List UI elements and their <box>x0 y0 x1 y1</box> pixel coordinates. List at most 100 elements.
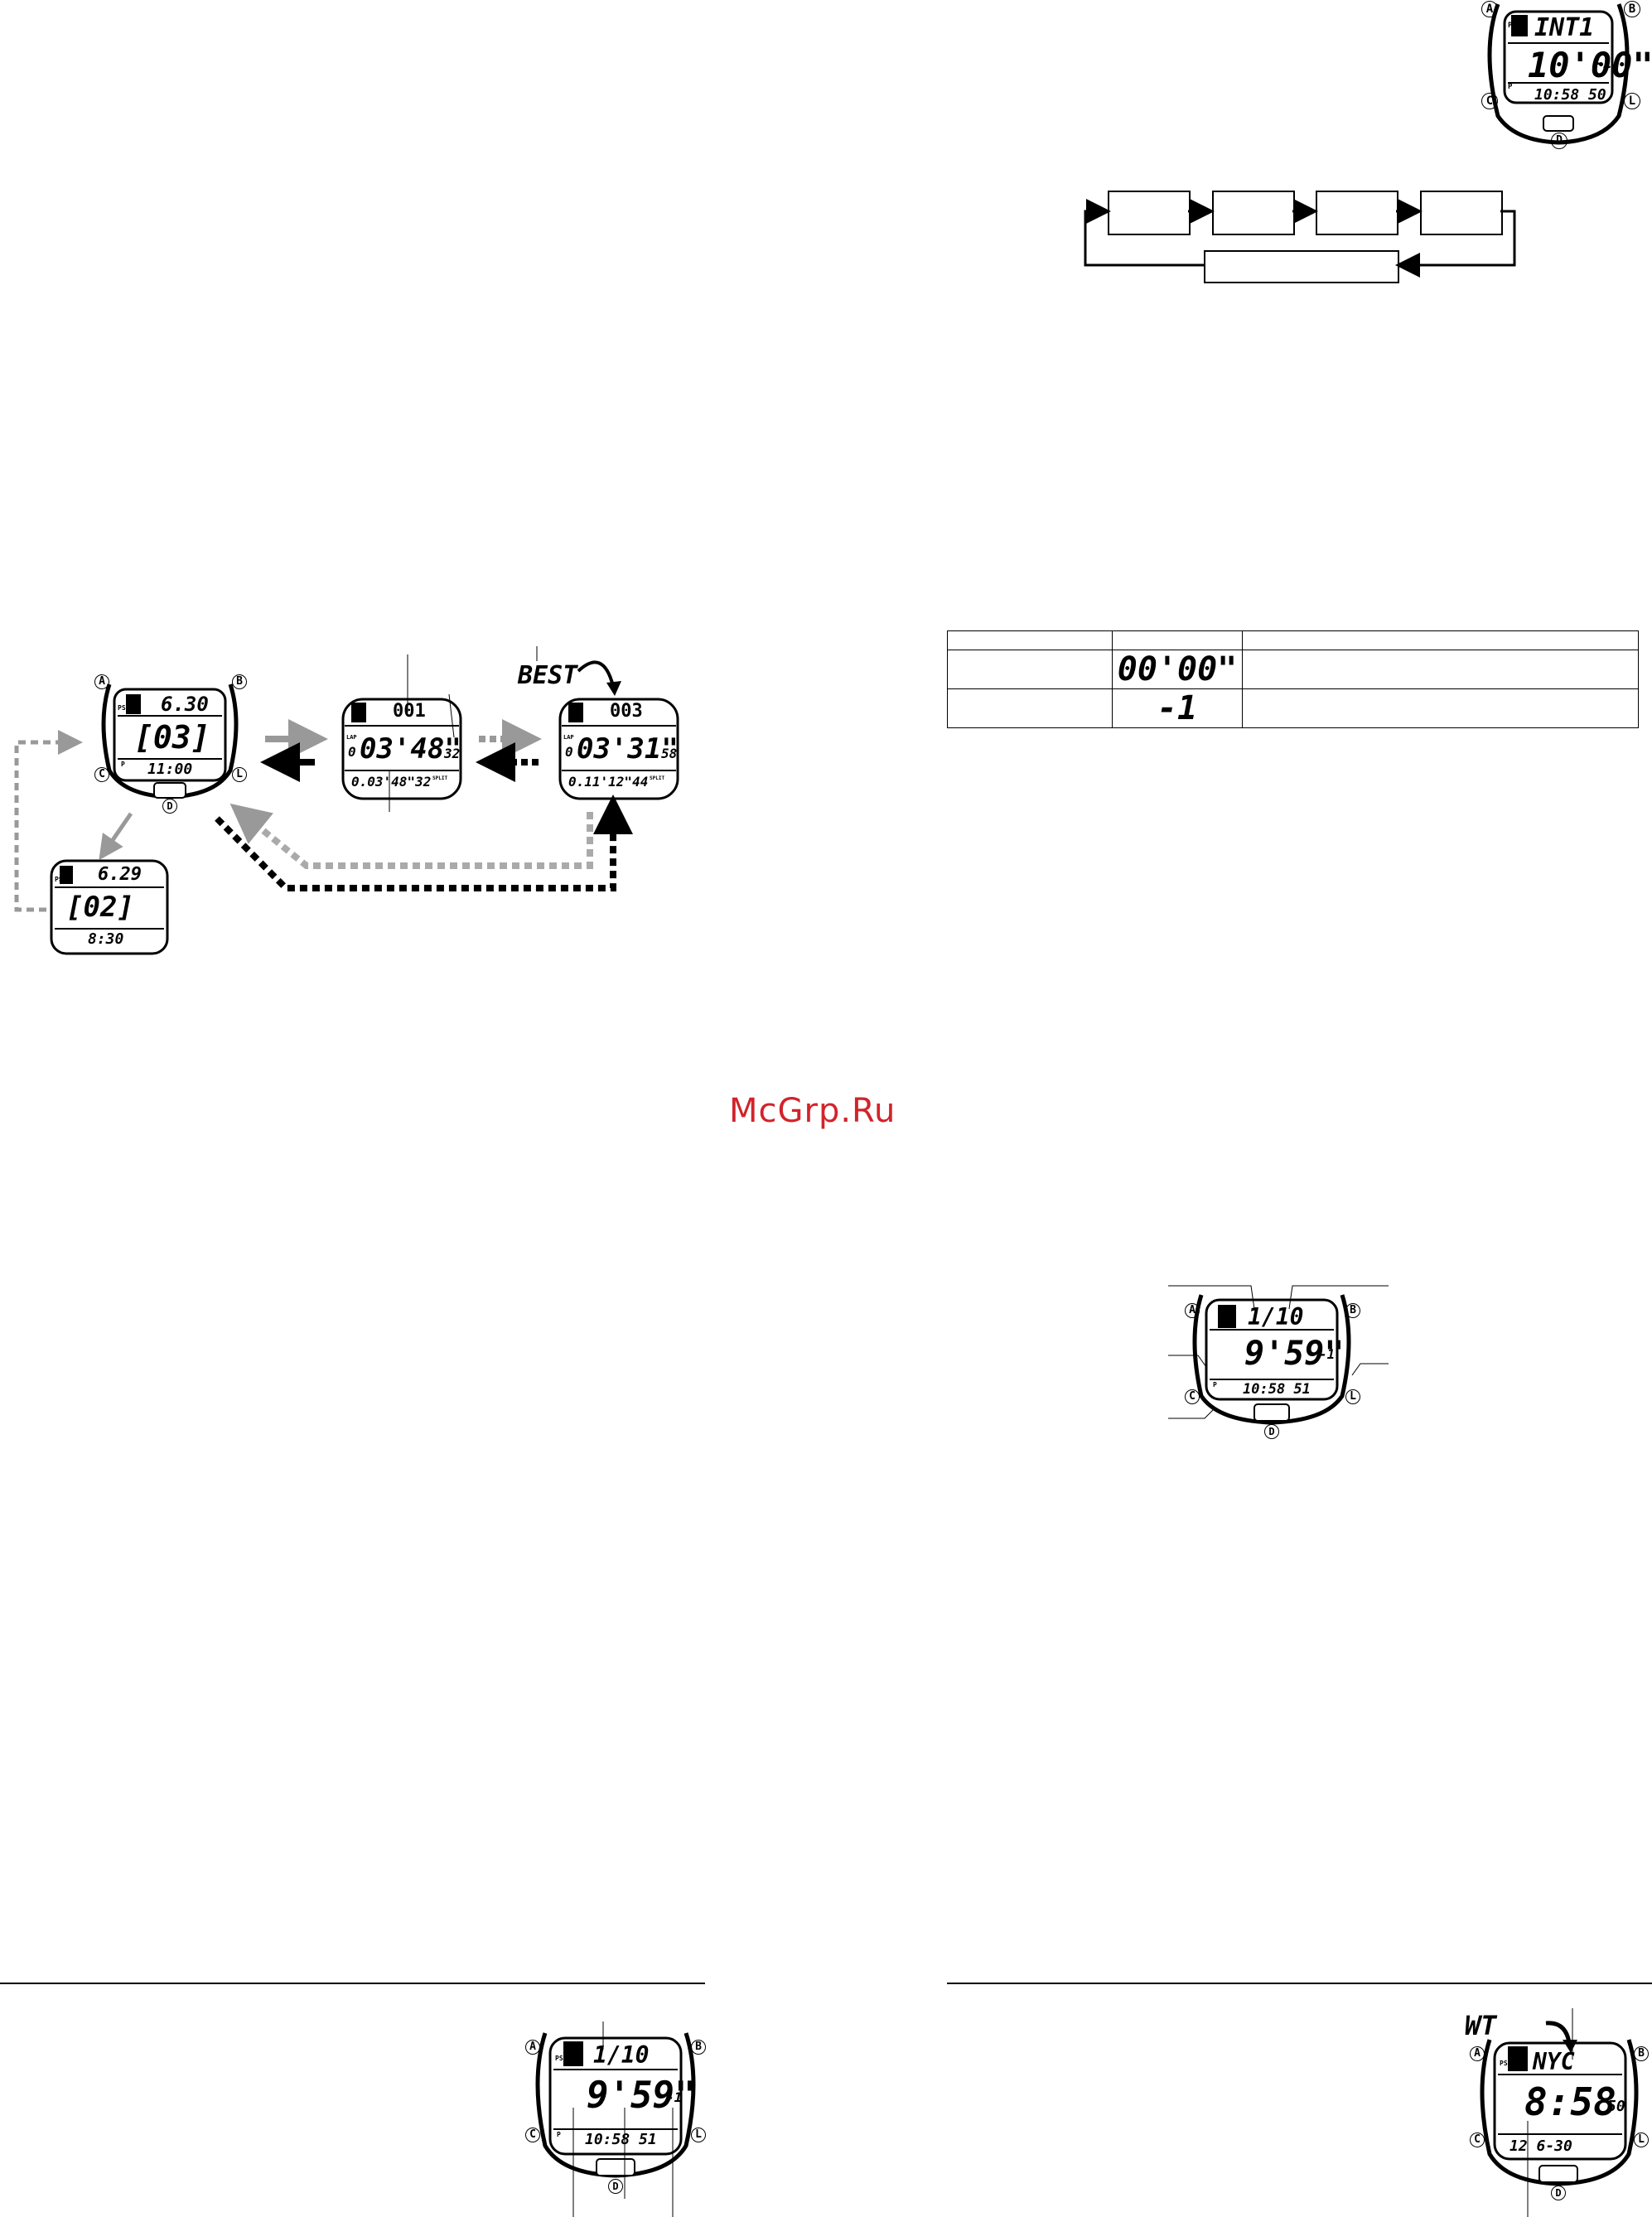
lcd-current-time: 10:58 51 <box>585 2131 657 2148</box>
table-row: 00'00" <box>947 650 1639 689</box>
watch-bottom-left: A B C L D PS 1/10 9'59" -1 P 10:58 51 <box>520 2021 711 2217</box>
lcd-lap-time: 03'31" <box>577 732 679 766</box>
button-b-label: B <box>232 674 247 689</box>
lcd-lap-number: 003 <box>610 701 643 722</box>
watch-interval-set: A B C L D 1/10 9'59" -1 P 10:58 51 <box>1176 1288 1367 1446</box>
watermark: McGrp.Ru <box>729 1092 896 1130</box>
watch-case <box>341 698 462 800</box>
button-d-label: D <box>1551 133 1567 149</box>
callout-lines-interval <box>1168 1285 1389 1419</box>
watch-record-main: A B C L D PS 6.30 [03] P 11:00 <box>91 674 249 820</box>
wt-label: WT <box>1465 2010 1497 2041</box>
table-cell <box>947 688 1113 728</box>
watch-case <box>1480 2008 1639 2217</box>
button-d-label: D <box>1264 1424 1279 1439</box>
lcd-hundredths: 32 <box>444 746 461 761</box>
lcd-interval-count: -1 <box>1157 689 1198 727</box>
lcd-sub: -1 <box>666 2089 683 2105</box>
lcd-interval-index: 1/10 <box>593 2041 650 2069</box>
watch-lap-003: 003 LAP 0 03'31" 58 0.11'12"44 SPLIT <box>557 696 681 804</box>
button-a-label: A <box>1185 1303 1200 1318</box>
callout-lines-lap-001 <box>389 654 455 812</box>
split-indicator: SPLIT <box>650 775 665 781</box>
lcd-current-time: 10:58 51 <box>1243 1381 1311 1398</box>
ps-indicator: PS <box>118 704 126 712</box>
button-c-label: C <box>1481 93 1498 109</box>
lcd-lead: 0 <box>348 744 356 760</box>
lap-indicator: LAP <box>346 734 357 741</box>
lcd-interval-time: 9'59" <box>1244 1335 1345 1373</box>
button-b-label: B <box>691 2040 706 2055</box>
lcd-time: 8:30 <box>88 930 124 948</box>
table-cell <box>1242 688 1639 728</box>
table-header-cell <box>1242 630 1639 650</box>
lcd-world-time: 8:58 <box>1524 2079 1616 2124</box>
button-c-label: C <box>94 767 109 782</box>
footer-rule-left <box>0 1983 705 1984</box>
best-label: BEST <box>518 661 578 690</box>
lcd-record-number: [03] <box>134 719 210 756</box>
lcd-main-time: 10'00" <box>1528 45 1652 85</box>
split-indicator: SPLIT <box>432 775 448 781</box>
button-c-label: C <box>1470 2132 1485 2147</box>
lcd-lap-time: 03'48" <box>360 732 461 766</box>
button-a-label: A <box>1481 1 1498 17</box>
lcd-split-time: 0.03'48"32 <box>351 774 432 790</box>
button-a-label: A <box>525 2040 540 2055</box>
table-row: -1 <box>947 688 1639 728</box>
button-b-label: B <box>1345 1303 1360 1318</box>
watch-case <box>50 859 169 955</box>
lcd-lead: 0 <box>565 744 573 760</box>
button-d-label: D <box>162 799 177 814</box>
button-l-label: L <box>1624 93 1640 109</box>
p-indicator: P <box>1213 1381 1217 1389</box>
p-indicator: P <box>121 761 125 768</box>
flow-box-return <box>1204 250 1399 283</box>
lcd-record-number: [02] <box>66 891 134 924</box>
button-d-label: D <box>608 2179 623 2194</box>
lcd-bottom-time: 10:58 50 <box>1534 86 1606 104</box>
table-header-cell <box>1112 630 1243 650</box>
navigation-arrows <box>14 719 633 912</box>
lcd-date: 6.30 <box>161 693 209 716</box>
ps-indicator: PS <box>1508 22 1517 30</box>
flow-box-4 <box>1420 191 1503 235</box>
button-a-label: A <box>94 674 109 689</box>
lcd-seconds: 50 <box>1607 2098 1625 2115</box>
ps-indicator: PS <box>55 876 63 883</box>
table-header-row <box>947 630 1639 650</box>
button-c-label: C <box>1185 1389 1200 1404</box>
lcd-time-zero: 00'00" <box>1117 650 1238 688</box>
p-indicator: P <box>1508 83 1513 91</box>
button-c-label: C <box>525 2128 540 2142</box>
setting-table: 00'00" -1 <box>947 630 1639 728</box>
p-indicator: P <box>557 2131 561 2138</box>
button-b-label: B <box>1624 1 1640 17</box>
watch-world-time: WT A B C L D PS NYC 8:58 50 12 6-30 <box>1460 1997 1652 2217</box>
ps-indicator: PS <box>1500 2060 1508 2067</box>
watch-lap-001: 001 LAP 0 03'48" 32 0.03'48"32 SPLIT <box>340 696 464 804</box>
best-arrow <box>536 646 621 696</box>
button-l-label: L <box>1634 2132 1649 2147</box>
table-header-cell <box>947 630 1113 650</box>
lcd-interval-time: 9'59" <box>587 2075 697 2117</box>
lcd-split-time: 0.11'12"44 <box>568 774 649 790</box>
watch-case <box>1192 1294 1351 1425</box>
table-cell <box>1242 650 1639 689</box>
button-l-label: L <box>232 767 247 782</box>
button-b-label: B <box>1634 2046 1649 2061</box>
table-cell <box>947 650 1113 689</box>
lcd-hundredths: 58 <box>661 746 678 761</box>
lcd-interval-index: 1/10 <box>1248 1303 1304 1331</box>
button-l-label: L <box>691 2128 706 2142</box>
footer-rule-right <box>947 1983 1652 1984</box>
lcd-date: 12 6-30 <box>1510 2137 1572 2155</box>
lcd-top-text: INT1 <box>1534 13 1595 42</box>
watch-case <box>535 2021 696 2217</box>
flow-box-1 <box>1108 191 1191 235</box>
table-cell: 00'00" <box>1112 650 1243 689</box>
lcd-date: 6.29 <box>98 864 142 885</box>
button-l-label: L <box>1345 1389 1360 1404</box>
ps-indicator: PS <box>555 2055 563 2062</box>
watch-top-right: A B C L D PS INT1 10'00" -1 P 10:58 50 <box>1465 0 1652 153</box>
